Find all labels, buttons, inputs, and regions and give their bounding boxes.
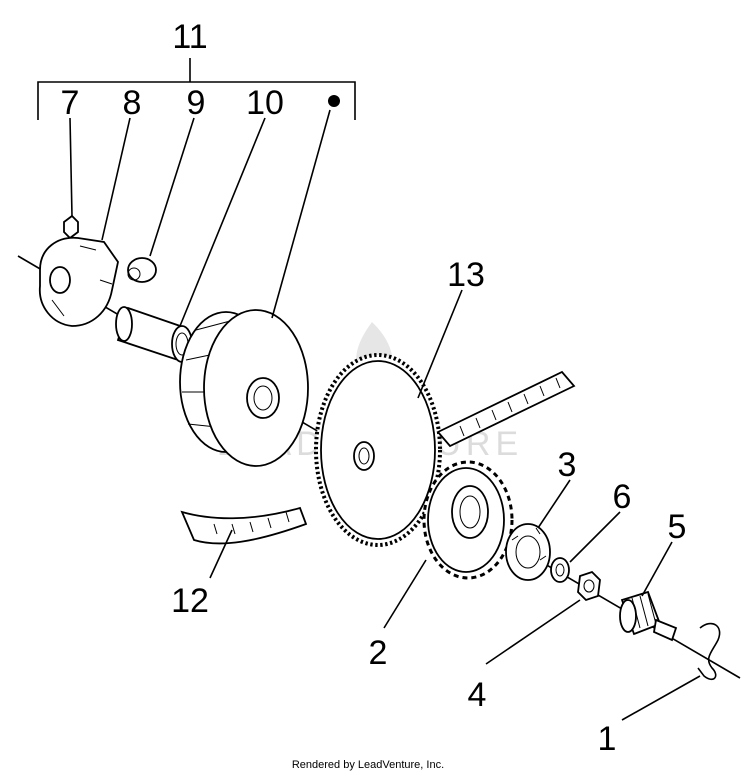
callout-6: 6 <box>613 478 632 516</box>
variator-pulley <box>179 309 309 467</box>
part-7-clip <box>63 214 79 240</box>
callout-4: 4 <box>468 676 487 714</box>
footer-credit: Rendered by LeadVenture, Inc. <box>292 759 444 771</box>
callout-11: 11 <box>172 18 207 56</box>
callout-8: 8 <box>123 84 142 122</box>
callout-7: 7 <box>61 84 80 122</box>
part-1-spring-clip <box>697 622 721 681</box>
callout-10: 10 <box>246 84 284 122</box>
callout-13: 13 <box>447 256 485 294</box>
part-3-hub <box>505 523 551 581</box>
part-13-gear <box>314 353 442 547</box>
group-bracket <box>37 58 356 120</box>
part-10-bushing <box>115 306 193 363</box>
part-4-nut <box>577 570 601 602</box>
part-12-belt-upper <box>436 370 576 448</box>
callout-3: 3 <box>558 446 577 484</box>
kit-dot-marker <box>328 95 340 107</box>
part-12-belt-lower <box>180 506 308 545</box>
callout-12: 12 <box>171 582 209 620</box>
callout-5: 5 <box>668 508 687 546</box>
part-9-spacer <box>127 257 157 283</box>
leader-lines <box>69 109 701 721</box>
callout-2: 2 <box>369 634 388 672</box>
callout-1: 1 <box>598 720 617 758</box>
part-8-drive-plate <box>39 236 119 327</box>
part-6-washer <box>550 557 570 583</box>
part-2-starter-gear <box>422 460 514 580</box>
callout-9: 9 <box>187 84 206 122</box>
callouts: 11 7 8 9 10 13 3 6 5 12 2 4 1 <box>61 18 687 758</box>
part-5-pinion <box>619 590 678 642</box>
